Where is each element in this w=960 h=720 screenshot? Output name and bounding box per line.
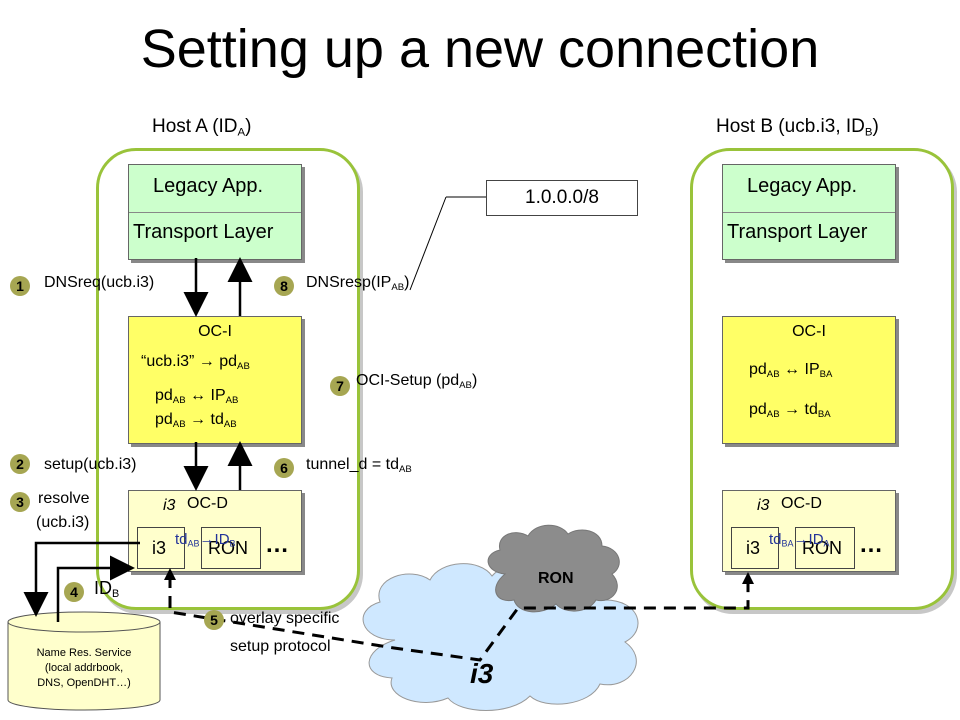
oc-i-mapping-1: pdAB ↔ IPBA [749, 361, 833, 380]
oc-i-label: OC-I [792, 323, 826, 340]
host-b-app-stack: Legacy App. Transport Layer [722, 164, 896, 260]
step-4-badge: 4 [64, 582, 84, 602]
step-6-label: tunnel_d = tdAB [306, 456, 412, 475]
step-3-label: resolve [38, 490, 90, 507]
i3-module-label: i3 [746, 538, 761, 558]
step-8-badge: 8 [274, 276, 294, 296]
tunnel-mapping: tdAB→IDB [175, 531, 236, 549]
oc-i-mapping-3: pdAB → tdAB [155, 411, 237, 430]
i3-module: i3 [137, 527, 185, 569]
i3-italic-label: i3 [757, 497, 770, 514]
tunnel-mapping: tdBA→IDA [769, 531, 830, 549]
oc-i-mapping-2: pdAB → tdBA [749, 401, 831, 420]
name-service-label: Name Res. Service (local addrbook, DNS, … [36, 647, 132, 689]
legacy-app-label: Legacy App. [747, 175, 858, 197]
step-5-label-2: setup protocol [230, 638, 331, 655]
host-b-oc-i: OC-I pdAB ↔ IPBA pdAB → tdBA [722, 316, 896, 444]
step-4-label: IDB [94, 578, 120, 601]
callout-line-2 [409, 196, 447, 291]
step-7-label: OCI-Setup (pdAB) [356, 372, 478, 391]
host-b-label: Host B (ucb.i3, IDB) [716, 116, 879, 139]
overlay-arrowhead-a [164, 568, 176, 580]
transport-layer-label: Transport Layer [727, 221, 868, 243]
host-a-label: Host A (IDA) [152, 116, 252, 139]
ron-module-label: RON [802, 538, 842, 558]
step-2-badge: 2 [10, 454, 30, 474]
step-7-badge: 7 [330, 376, 350, 396]
step-5-label: overlay specific [230, 610, 340, 627]
i3-italic-label: i3 [163, 497, 176, 514]
step-6-badge: 6 [274, 458, 294, 478]
ellipsis: … [265, 531, 289, 558]
oc-i-mapping-1: “ucb.i3” → pdAB [141, 353, 250, 372]
ron-module-label: RON [208, 538, 248, 558]
i3-module-label: i3 [152, 538, 167, 558]
i3-cloud-label: i3 [470, 658, 494, 689]
ron-cloud-label: RON [538, 570, 574, 587]
host-a-oc-i: OC-I “ucb.i3” → pdAB pdAB ↔ IPAB pdAB → … [128, 316, 302, 444]
arrow-idb [56, 555, 135, 622]
overlay-arrowhead-b [742, 572, 754, 584]
oc-i-mapping-2: pdAB ↔ IPAB [155, 387, 239, 406]
oc-d-label: OC-D [187, 495, 228, 512]
step-5-badge: 5 [204, 610, 224, 630]
oc-d-label: OC-D [781, 495, 822, 512]
overlay-path [168, 576, 750, 662]
ron-module: RON [795, 527, 855, 569]
step-1-label: DNSreq(ucb.i3) [44, 274, 155, 291]
host-a-app-stack: Legacy App. Transport Layer [128, 164, 302, 260]
host-b-oc-d: i3 OC-D i3 RON tdBA→IDA … [722, 490, 896, 572]
transport-layer-label: Transport Layer [133, 221, 274, 243]
step-1-badge: 1 [10, 276, 30, 296]
step-3-label-2: (ucb.i3) [36, 514, 90, 531]
oc-i-label: OC-I [198, 323, 232, 340]
legacy-app-label: Legacy App. [153, 175, 264, 197]
step-3-badge: 3 [10, 492, 30, 512]
host-a-oc-d: i3 OC-D i3 RON tdAB→IDB … [128, 490, 302, 572]
i3-module: i3 [731, 527, 779, 569]
arrow-resolve [23, 541, 140, 617]
step-2-label: setup(ucb.i3) [44, 456, 137, 473]
ron-module: RON [201, 527, 261, 569]
ip-prefix-box: 1.0.0.0/8 [486, 180, 638, 216]
ron-cloud [487, 524, 620, 613]
page-title: Setting up a new connection [140, 19, 820, 79]
ellipsis: … [859, 531, 883, 558]
step-8-label: DNSresp(IPAB) [306, 274, 410, 293]
